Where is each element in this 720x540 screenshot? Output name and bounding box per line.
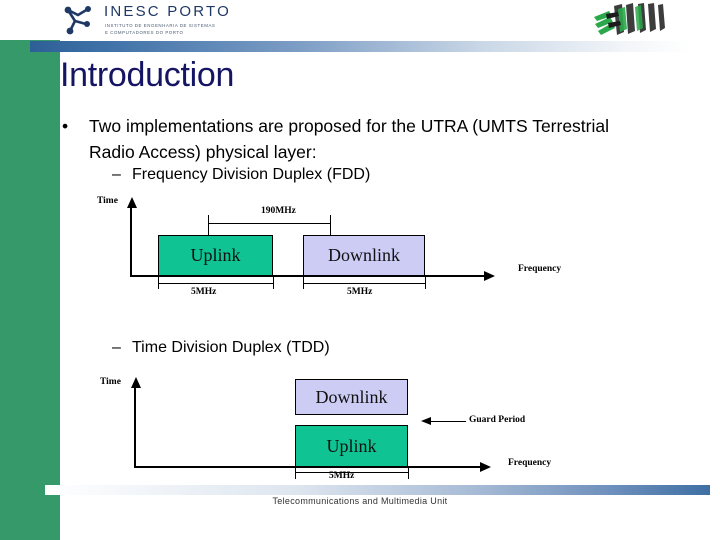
tdd-width-tick-left xyxy=(295,467,296,479)
tdd-downlink-label: Downlink xyxy=(315,386,388,407)
tdd-time-axis-label: Time xyxy=(100,377,121,387)
fdd-uplink-label: Uplink xyxy=(190,245,241,265)
fdd-uplink-block[interactable]: Uplink xyxy=(158,235,273,276)
tdd-time-arrow-icon xyxy=(131,377,141,388)
page-title: Introduction xyxy=(60,56,235,94)
fdd-downlink-block[interactable]: Downlink xyxy=(303,235,425,276)
fdd-dl-measure-line xyxy=(303,283,426,284)
tdd-frequency-arrow-icon xyxy=(480,462,491,472)
fdd-time-arrow-icon xyxy=(127,197,137,208)
tdd-x-axis xyxy=(134,466,481,468)
fdd-uplink-width-label: 5MHz xyxy=(191,287,217,297)
logo-subtitle-line2: E COMPUTADORES DO PORTO xyxy=(105,30,184,35)
bullet-text-tdd: Time Division Duplex (TDD) xyxy=(132,339,330,356)
footer-text: Telecommunications and Multimedia Unit xyxy=(272,496,448,506)
fdd-frequency-arrow-icon xyxy=(484,271,495,281)
tdd-width-tick-right xyxy=(408,467,409,479)
bullet-marker-fdd: – xyxy=(112,166,121,183)
tdd-uplink-label: Uplink xyxy=(326,435,377,456)
tdd-guard-period-label: Guard Period xyxy=(469,415,526,425)
bullet-marker-tdd: – xyxy=(112,339,121,356)
fdd-downlink-width-label: 5MHz xyxy=(347,287,373,297)
bullet-item-tdd: –Time Division Duplex (TDD) xyxy=(112,339,330,357)
inesc-network-icon xyxy=(64,6,91,35)
tdd-width-measure-line xyxy=(295,472,409,473)
fdd-ul-measure-line xyxy=(158,283,274,284)
inesc-porto-logo: INESC PORTO INSTITUTO DE ENGENHARIA DE S… xyxy=(62,2,242,38)
bullet-text-fdd: Frequency Division Duplex (FDD) xyxy=(132,166,371,183)
bullet-item-main: • Two implementations are proposed for t… xyxy=(58,113,618,165)
fdd-y-axis xyxy=(130,207,132,277)
tdd-downlink-block[interactable]: Downlink xyxy=(295,379,408,415)
left-green-sidebar xyxy=(0,40,60,540)
bullet-item-fdd: –Frequency Division Duplex (FDD) xyxy=(112,166,370,184)
fdd-x-axis xyxy=(130,275,485,277)
tdd-guard-period-arrow-icon xyxy=(421,417,431,425)
bullet-text-main: Two implementations are proposed for the… xyxy=(89,116,610,162)
tdd-width-label: 5MHz xyxy=(329,471,355,481)
fdd-downlink-label: Downlink xyxy=(328,245,400,265)
unit-logo-icon xyxy=(594,3,665,35)
tdd-uplink-block[interactable]: Uplink xyxy=(295,425,408,467)
fdd-time-axis-label: Time xyxy=(97,196,118,206)
logo-subtitle-line1: INSTITUTO DE ENGENHARIA DE SISTEMAS xyxy=(105,23,216,28)
fdd-frequency-axis-label: Frequency xyxy=(518,264,562,274)
bullet-marker: • xyxy=(62,116,69,136)
fdd-sep-tick-right xyxy=(330,215,331,248)
tdd-y-axis xyxy=(134,387,136,467)
fdd-sep-tick-left xyxy=(208,215,209,248)
logo-title: INESC PORTO xyxy=(104,3,232,20)
tdd-frequency-axis-label: Frequency xyxy=(508,458,552,468)
footer-gradient-bar xyxy=(45,485,710,495)
title-gradient-bar xyxy=(30,41,690,52)
fdd-separation-label: 190MHz xyxy=(261,206,296,216)
fdd-sep-measure-line xyxy=(208,223,331,224)
tdd-guard-period-line xyxy=(431,421,466,422)
